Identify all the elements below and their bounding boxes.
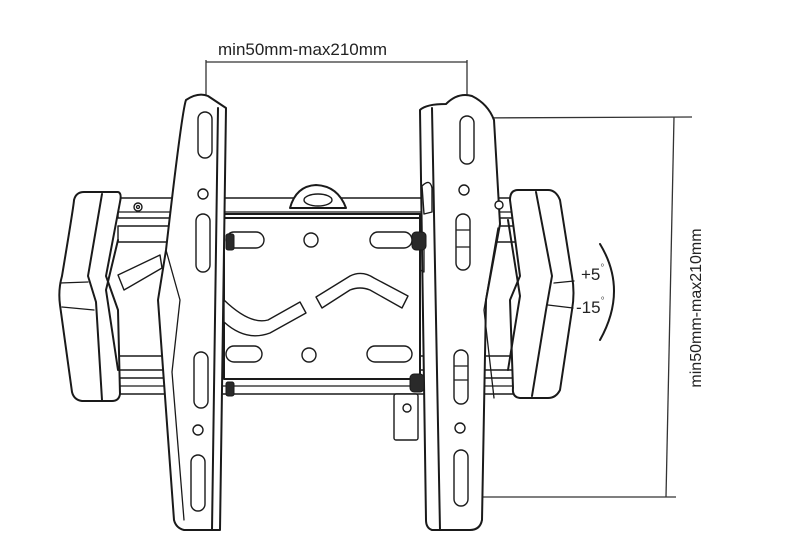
left-wall-bracket-end	[58, 191, 122, 402]
horizontal-dimension-label: min50mm-max210mm	[218, 40, 388, 59]
tilt-down-value: -15	[576, 298, 601, 317]
degree-symbol: °	[600, 296, 605, 307]
vertical-dimension-label: min50mm-max210mm	[688, 228, 705, 388]
right-mounting-arm	[411, 94, 504, 531]
right-wall-bracket-end	[507, 189, 575, 399]
left-mounting-arm	[157, 93, 235, 531]
tilt-down-label: -15°	[576, 296, 605, 318]
lock-bolt	[393, 373, 425, 441]
tilt-arc-icon	[599, 243, 615, 341]
degree-symbol: °	[600, 263, 605, 274]
vertical-dimension	[467, 116, 693, 498]
tilt-up-value: +5	[581, 265, 601, 284]
tilt-up-label: +5°	[581, 263, 605, 285]
